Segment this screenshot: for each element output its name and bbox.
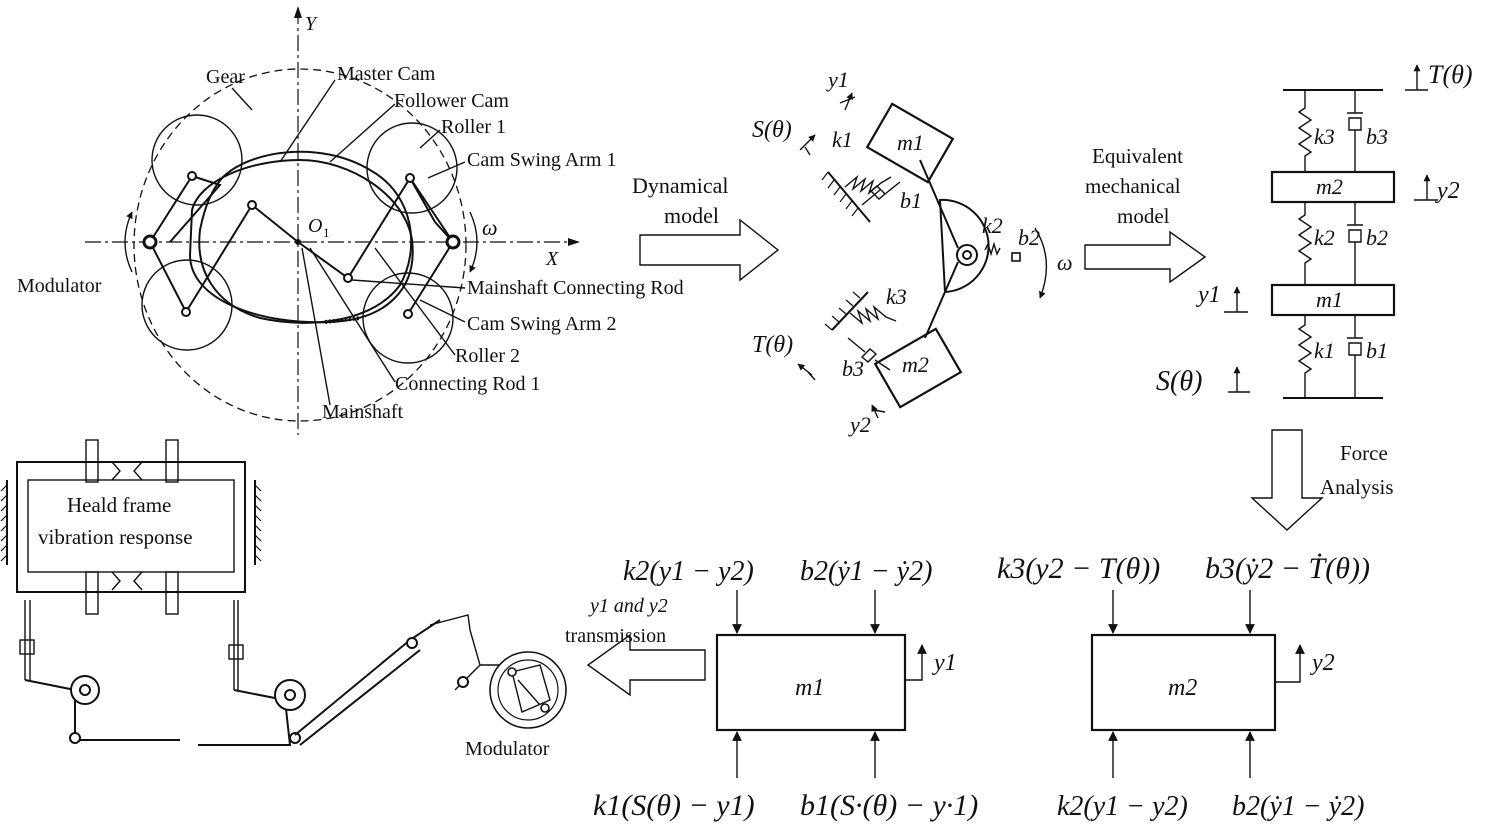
origin-sub: 1 xyxy=(323,225,330,240)
eq-k1: k1 xyxy=(1314,338,1335,363)
mainshaft-label: Mainshaft xyxy=(322,401,404,423)
fa-m1-y: y1 xyxy=(932,650,957,676)
master-cam-label: Master Cam xyxy=(337,63,436,85)
eq-y1: y1 xyxy=(1196,282,1221,308)
cam-swing-arm-2 xyxy=(407,177,455,315)
axis-y-label: Y xyxy=(305,13,318,35)
eq-b3: b3 xyxy=(1366,124,1388,149)
dm-s-theta: S(θ) xyxy=(752,117,792,143)
fa-m2-bottom-left: k2(y1 − y2) xyxy=(1057,791,1188,822)
force-analysis-m2: k3(y2 − T(θ)) b3(ẏ2 − Ṫ(θ)) m2 y2 k2(y1 … xyxy=(997,552,1370,822)
eq-s-theta: S(θ) xyxy=(1156,366,1202,397)
fa-m1-bottom-right: b1(S·(θ) − y·1) xyxy=(800,789,978,822)
fa-m2-box xyxy=(1090,633,1277,732)
dm-m1: m1 xyxy=(897,130,924,155)
heald-title-1: Heald frame xyxy=(67,493,171,517)
roller-2-label: Roller 2 xyxy=(455,345,520,367)
fa-m1-label: m1 xyxy=(795,675,824,701)
eq-k3: k3 xyxy=(1314,124,1335,149)
dm-t-theta: T(θ) xyxy=(752,332,793,358)
roller-left-bottom xyxy=(141,259,233,351)
cam-swing-arm-2-label: Cam Swing Arm 2 xyxy=(467,313,616,335)
modulator-circle xyxy=(489,651,567,729)
dm-omega: ω xyxy=(1057,250,1073,275)
dynamical-label-1: Dynamical xyxy=(632,173,729,198)
fa-m2-bottom-right: b2(ẏ1 − ẏ2) xyxy=(1232,791,1364,822)
master-cam xyxy=(188,158,414,324)
heald-frame-box xyxy=(16,461,246,593)
roller-1-label: Roller 1 xyxy=(441,116,506,138)
arrow-force-analysis: Force Analysis xyxy=(1250,429,1394,531)
omega-label: ω xyxy=(482,215,498,240)
dynamical-model: m1 m2 y1 S(θ) k1 b1 k2 b2 ω xyxy=(752,67,1073,437)
gear-label: Gear xyxy=(206,66,245,88)
arrow-dynamical-model: Dynamical model xyxy=(632,173,780,282)
cam-mechanism: Y X O 1 ω Gear Master Cam Follower Cam R… xyxy=(17,6,684,435)
modulator-label-bottom: Modulator xyxy=(465,738,550,760)
dm-b3: b3 xyxy=(842,356,864,381)
transmission-label-1: y1 and y2 xyxy=(588,595,668,617)
equivalent-label-1: Equivalent xyxy=(1092,144,1183,168)
dm-m2: m2 xyxy=(902,352,929,377)
equivalent-label-3: model xyxy=(1117,204,1170,228)
eq-mass-m1 xyxy=(1270,283,1396,317)
arrow-equivalent-model: Equivalent mechanical model xyxy=(1084,144,1207,284)
mainshaft-connecting-rod xyxy=(251,176,454,280)
dm-y2: y2 xyxy=(848,412,871,437)
dm-b2: b2 xyxy=(1018,225,1040,250)
axis-x-label: X xyxy=(545,248,559,270)
fa-m2-y: y2 xyxy=(1310,650,1335,676)
dm-k1: k1 xyxy=(832,127,853,152)
eq-b2: b2 xyxy=(1366,225,1388,250)
follower-cam xyxy=(198,150,413,324)
dynamical-label-2: model xyxy=(664,203,719,228)
heald-title-2: vibration response xyxy=(38,525,193,549)
origin-label: O xyxy=(308,215,322,237)
mainshaft-connecting-rod-label: Mainshaft Connecting Rod xyxy=(467,277,684,299)
connecting-rod-1-label: Connecting Rod 1 xyxy=(395,373,541,395)
eq-mass-m2 xyxy=(1270,170,1396,204)
dm-k2: k2 xyxy=(982,213,1003,238)
gear-circle xyxy=(133,68,467,422)
modulator-label-top: Modulator xyxy=(17,275,102,297)
dm-y1: y1 xyxy=(826,67,849,92)
roller-2 xyxy=(362,272,454,364)
eq-t-theta: T(θ) xyxy=(1428,60,1473,89)
eq-y2: y2 xyxy=(1435,178,1460,204)
equivalent-label-2: mechanical xyxy=(1085,174,1181,198)
force-label-1: Force xyxy=(1340,441,1388,465)
eq-k2: k2 xyxy=(1314,225,1335,250)
equivalent-model: T(θ) k3 b3 m2 y2 k2 b2 m1 y1 k1 b1 S(θ) xyxy=(1156,60,1473,399)
eq-b1: b1 xyxy=(1366,338,1388,363)
dm-k3: k3 xyxy=(886,284,907,309)
fa-m2-top-left: k3(y2 − T(θ)) xyxy=(997,552,1160,585)
force-label-2: Analysis xyxy=(1320,475,1394,499)
force-analysis-m1: k2(y1 − y2) b2(ẏ1 − ẏ2) m1 y1 k1(S(θ) − … xyxy=(593,556,978,822)
fa-m2-top-right: b3(ẏ2 − Ṫ(θ)) xyxy=(1205,552,1370,585)
eq-m1: m1 xyxy=(1316,287,1343,312)
transmission-label-2: transmission xyxy=(565,625,666,647)
arrow-transmission: y1 and y2 transmission xyxy=(565,595,706,697)
roller-left-top xyxy=(151,114,243,206)
follower-cam-label: Follower Cam xyxy=(394,90,509,112)
fa-m2-label: m2 xyxy=(1168,675,1197,701)
fa-m1-box xyxy=(715,633,907,732)
cam-swing-arm-1-label: Cam Swing Arm 1 xyxy=(467,149,616,171)
eq-m2: m2 xyxy=(1316,174,1343,199)
fa-m1-top-left: k2(y1 − y2) xyxy=(623,556,754,587)
fa-m1-bottom-left: k1(S(θ) − y1) xyxy=(593,789,755,822)
cam-swing-arm-left xyxy=(149,174,222,243)
fa-m1-top-right: b2(ẏ1 − ẏ2) xyxy=(800,556,932,587)
dm-b1: b1 xyxy=(900,188,922,213)
heald-frame: Heald frame vibration response Modulator xyxy=(0,439,567,760)
